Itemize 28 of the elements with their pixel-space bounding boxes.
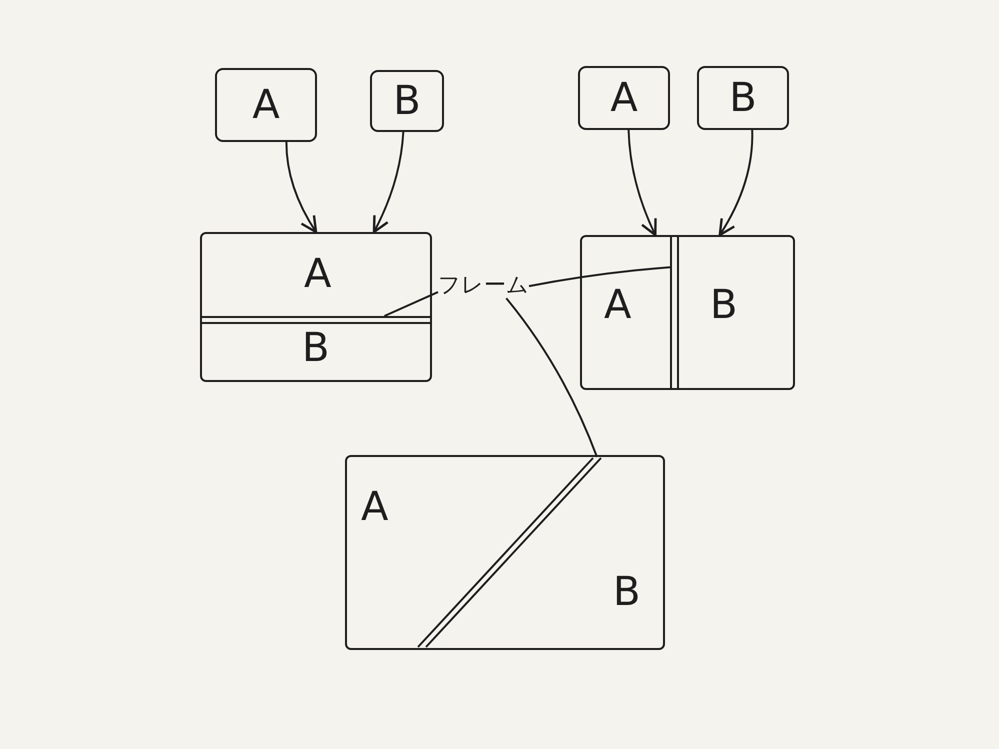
divided-box — [345, 455, 665, 650]
box-label: A — [252, 85, 280, 125]
region-label: B — [613, 572, 640, 612]
region-label: B — [302, 328, 330, 368]
leader-line — [528, 266, 670, 288]
region-label: A — [604, 285, 632, 325]
letter-box — [370, 70, 444, 132]
frame-divider — [202, 316, 430, 324]
arrow — [372, 132, 404, 234]
region-label: B — [710, 285, 738, 325]
divided-box — [580, 235, 795, 390]
arrow — [718, 130, 754, 236]
letter-box — [215, 68, 317, 142]
callout-label: フレーム — [438, 274, 529, 298]
box-label: B — [393, 81, 421, 121]
arrow — [285, 142, 318, 234]
frame-divider — [670, 237, 679, 388]
letter-box — [697, 66, 789, 130]
frame-divider — [417, 457, 602, 648]
box-label: B — [729, 78, 757, 118]
box-label: A — [610, 78, 638, 118]
letter-box — [578, 66, 670, 130]
leader-line — [506, 298, 598, 458]
arrow — [628, 130, 657, 236]
leader-line — [384, 291, 438, 317]
region-label: A — [304, 254, 332, 294]
region-label: A — [361, 487, 388, 527]
divided-box — [200, 232, 432, 382]
